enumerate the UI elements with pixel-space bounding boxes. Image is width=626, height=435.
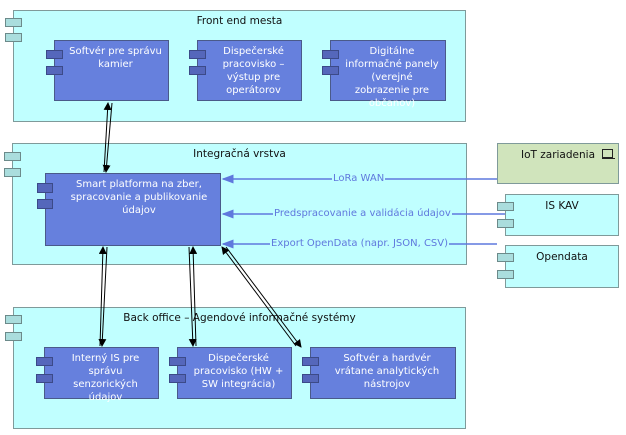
component-label: Digitálne informačné panely (verejné zob… (345, 46, 439, 109)
component-icon (5, 315, 22, 324)
component-camera-software[interactable]: Softvér pre správu kamier (46, 40, 169, 101)
component-icon (497, 270, 514, 279)
component-icon (37, 199, 53, 209)
component-icon (189, 66, 206, 75)
component-dispatch-output[interactable]: Dispečerské pracovisko – výstup pre oper… (189, 40, 302, 101)
component-label: Dispečerské pracovisko – výstup pre oper… (222, 46, 285, 96)
component-icon (189, 50, 206, 59)
component-icon (37, 183, 53, 193)
component-icon (4, 152, 21, 161)
component-icon (4, 168, 21, 177)
component-icon (36, 374, 53, 383)
device-icon (602, 149, 613, 158)
component-icon (302, 374, 319, 383)
component-icon (5, 18, 22, 27)
component-label: Softvér pre správu kamier (69, 46, 162, 70)
component-analytics[interactable]: Softvér a hardvér vrátane analytických n… (302, 347, 456, 399)
component-is-kav[interactable]: IS KAV (497, 194, 619, 236)
component-icon (497, 202, 514, 211)
component-label: Softvér a hardvér vrátane analytických n… (334, 353, 440, 390)
component-label: IS KAV (545, 200, 579, 212)
component-label: Dispečerské pracovisko (HW + SW integrác… (193, 353, 284, 390)
flow-label-export: Export OpenData (napr. JSON, CSV) (270, 238, 450, 250)
component-icon (322, 50, 339, 59)
flow-label-validation: Predspracovanie a validácia údajov (273, 208, 452, 220)
component-icon (169, 374, 186, 383)
group-title: Back office – Agendové informačné systém… (123, 312, 356, 324)
component-icon (5, 332, 22, 341)
node-iot-devices[interactable]: IoT zariadenia (497, 143, 619, 184)
component-icon (36, 357, 53, 366)
component-icon (322, 66, 339, 75)
component-icon (169, 357, 186, 366)
component-opendata[interactable]: Opendata (497, 245, 619, 288)
component-label: Interný IS pre správu senzorických údajo… (71, 353, 140, 403)
component-icon (46, 66, 63, 75)
component-icon (302, 357, 319, 366)
flow-label-lora: LoRa WAN (332, 173, 386, 185)
component-icon (497, 219, 514, 228)
group-title: Front end mesta (196, 15, 283, 27)
component-internal-is[interactable]: Interný IS pre správu senzorických údajo… (36, 347, 159, 403)
component-label: Smart platforma na zber, spracovanie a p… (70, 179, 208, 216)
component-dispatch-integration[interactable]: Dispečerské pracovisko (HW + SW integrác… (169, 347, 292, 399)
component-icon (5, 33, 22, 42)
node-label: IoT zariadenia (520, 149, 596, 161)
component-label: Opendata (536, 251, 588, 263)
component-icon (497, 253, 514, 262)
group-title: Integračná vrstva (193, 148, 286, 160)
component-smart-platform[interactable]: Smart platforma na zber, spracovanie a p… (37, 173, 221, 246)
component-info-panels[interactable]: Digitálne informačné panely (verejné zob… (322, 40, 446, 109)
component-icon (46, 50, 63, 59)
device-icon-base (602, 158, 615, 159)
